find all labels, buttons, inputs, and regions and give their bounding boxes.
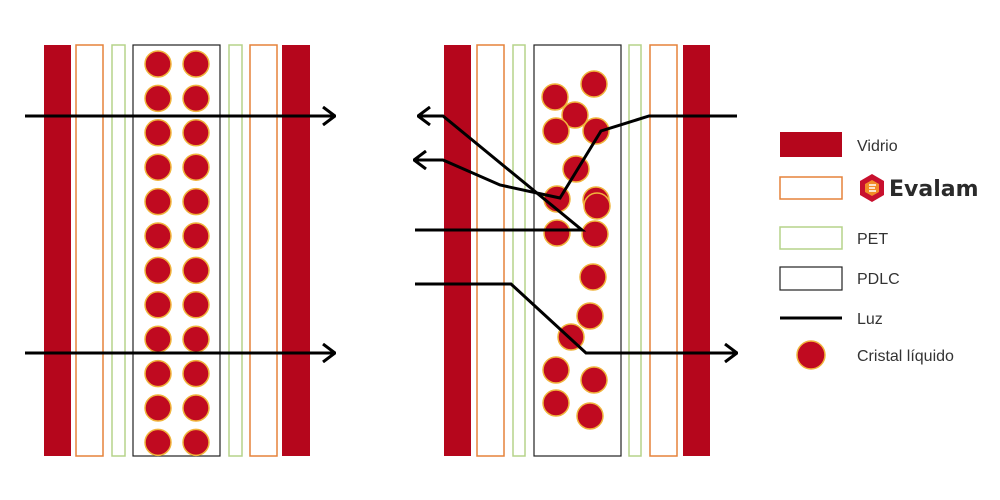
liquid-crystal	[144, 153, 172, 181]
liquid-crystal	[576, 302, 604, 330]
liquid-crystal	[583, 192, 611, 220]
liquid-crystal	[182, 325, 210, 353]
liquid-crystal	[144, 50, 172, 78]
liquid-crystal	[144, 119, 172, 147]
evalam-layer	[75, 44, 104, 457]
glass-swatch	[780, 132, 842, 157]
liquid-crystal	[580, 366, 608, 394]
liquid-crystal	[182, 394, 210, 422]
liquid-crystal	[144, 187, 172, 216]
liquid-crystal	[144, 359, 172, 388]
liquid-crystal	[561, 101, 589, 129]
liquid-crystal	[182, 50, 210, 78]
liquid-crystal	[542, 389, 570, 417]
pdlc-layer	[132, 44, 221, 457]
pet-layer	[628, 44, 642, 457]
legend-label-pdlc: PDLC	[857, 271, 900, 288]
liquid-crystal	[144, 222, 172, 250]
liquid-crystal	[581, 220, 609, 248]
legend-item-pdlc: PDLC	[779, 266, 900, 291]
light-ray-group	[25, 116, 335, 353]
glass-layer	[282, 45, 310, 456]
liquid-crystal	[543, 219, 571, 247]
liquid-crystal	[144, 428, 172, 457]
glass-layer	[44, 45, 71, 456]
legend-item-liquid-crystal: Cristal líquido	[796, 340, 954, 370]
legend-item-glass: Vidrio	[780, 132, 898, 157]
liquid-crystal-swatch	[796, 340, 826, 370]
liquid-crystal	[182, 256, 210, 285]
liquid-crystal	[182, 291, 210, 319]
liquid-crystal	[582, 117, 610, 145]
evalam-layer	[249, 44, 278, 457]
legend-item-light: Luz	[780, 311, 883, 328]
evalam-swatch	[779, 176, 843, 200]
liquid-crystal	[182, 359, 210, 388]
legend-label-liquid-crystal: Cristal líquido	[857, 348, 954, 365]
evalam-layer	[649, 44, 678, 457]
liquid-crystal	[182, 428, 210, 457]
legend-label-light: Luz	[857, 311, 883, 328]
panel-scattered	[414, 44, 737, 457]
legend-item-evalam: Evalam	[779, 174, 979, 202]
pet-swatch	[779, 226, 843, 250]
liquid-crystal	[182, 84, 210, 113]
liquid-crystal-group	[541, 70, 611, 430]
liquid-crystal-group	[144, 50, 210, 457]
pdlc-layer	[533, 44, 622, 457]
light-ray	[414, 114, 737, 200]
liquid-crystal	[579, 263, 607, 291]
light-ray	[415, 282, 737, 353]
evalam-layer	[476, 44, 505, 457]
pet-layer	[512, 44, 526, 457]
legend-item-pet: PET	[779, 226, 888, 250]
liquid-crystal	[144, 325, 172, 353]
liquid-crystal	[182, 119, 210, 147]
liquid-crystal	[182, 187, 210, 216]
panel-aligned	[25, 44, 335, 457]
pet-layer	[228, 44, 243, 457]
light-ray	[415, 116, 587, 232]
liquid-crystal	[144, 291, 172, 319]
liquid-crystal	[576, 402, 604, 430]
pdlc-swatch	[779, 266, 843, 291]
evalam-brand: Evalam	[889, 177, 979, 202]
liquid-crystal	[144, 256, 172, 285]
legend: Vidrio Evalam PET PDLC Luz Cristal líqui…	[779, 132, 979, 370]
light-ray-group	[414, 116, 737, 353]
legend-label-glass: Vidrio	[857, 138, 898, 155]
liquid-crystal	[541, 83, 569, 111]
liquid-crystal	[580, 70, 608, 98]
glass-layer	[683, 45, 710, 456]
legend-label-pet: PET	[857, 231, 888, 248]
liquid-crystal	[182, 222, 210, 250]
liquid-crystal	[182, 153, 210, 181]
liquid-crystal	[144, 84, 172, 113]
liquid-crystal	[144, 394, 172, 422]
glass-layer	[444, 45, 471, 456]
liquid-crystal	[542, 356, 570, 384]
pet-layer	[111, 44, 126, 457]
evalam-hexagon-logo-icon	[860, 174, 884, 202]
liquid-crystal	[542, 117, 570, 145]
